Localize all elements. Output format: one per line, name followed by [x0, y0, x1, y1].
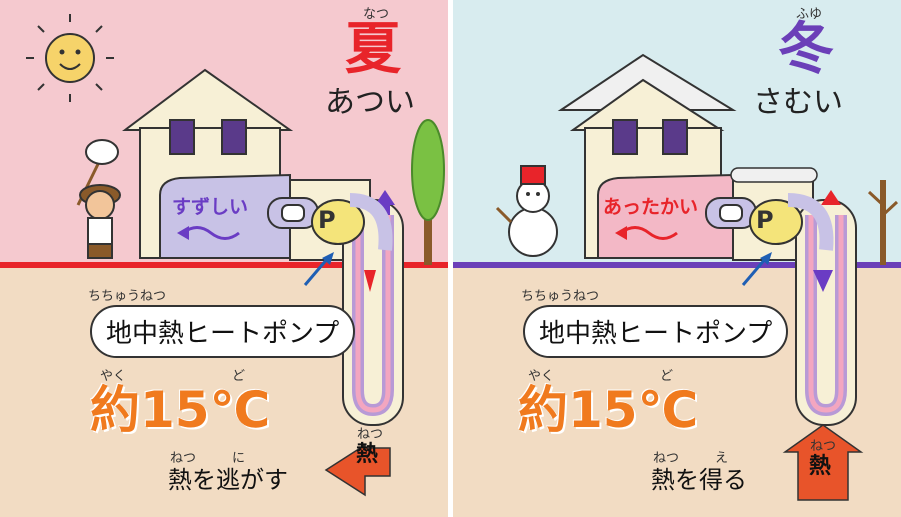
summer-temp-ruby-1: やく [100, 369, 127, 384]
summer-pump-letter: P [318, 206, 336, 234]
summer-heat-pump [267, 193, 393, 251]
winter-pump-letter: P [756, 206, 774, 234]
summer-heat-out-arrow [324, 443, 391, 497]
summer-panel: なつ 夏 あつい すずしい P ちちゅうねつ 地中熱ヒートポンプ やく ど 約1… [0, 0, 448, 517]
winter-pointer-head [760, 252, 772, 265]
winter-room-label: あったかい [603, 196, 699, 218]
winter-warm-air-arrow [615, 226, 678, 240]
winter-panel: ふゆ 冬 さむい あったかい P ちちゅうねつ 地中熱ヒートポンプ やく ど 約… [453, 0, 901, 517]
summer-cool-air-arrow [177, 226, 240, 240]
winter-heat-in-arrow [782, 424, 864, 501]
winter-pump-ruby: ちちゅうねつ [521, 289, 600, 304]
summer-result-ruby-2: に [232, 451, 246, 466]
winter-season-title: 冬 [778, 17, 834, 82]
summer-pump-label: 地中熱ヒートポンプ [90, 305, 356, 358]
winter-heat-char: 熱 [809, 454, 832, 479]
boy-with-net-icon [76, 139, 121, 259]
summer-pointer-head [322, 252, 334, 265]
summer-ground-loop [342, 190, 404, 426]
summer-ground-line [0, 262, 448, 268]
winter-temperature: 約15℃ [518, 381, 699, 439]
winter-season-ruby: ふゆ [796, 7, 823, 22]
summer-heat-ruby: ねつ [357, 427, 384, 442]
winter-pointer-line [741, 257, 768, 286]
summer-feel-label: あつい [325, 85, 415, 120]
winter-result-ruby-1: ねつ [653, 451, 680, 466]
summer-season-title: 夏 [345, 17, 401, 82]
summer-illustration [0, 0, 448, 517]
winter-heat-pump [705, 193, 834, 251]
summer-room-label: すずしい [172, 196, 249, 218]
winter-heat-ruby: ねつ [810, 439, 837, 454]
winter-temp-ruby-1: やく [528, 369, 555, 384]
winter-tree [867, 180, 899, 265]
summer-result-label: 熱を逃がす [168, 466, 288, 494]
summer-pump-ruby: ちちゅうねつ [88, 289, 167, 304]
summer-heat-char: 熱 [356, 442, 379, 467]
winter-temp-ruby-2: ど [660, 369, 674, 384]
summer-pointer-line [303, 257, 330, 286]
winter-ground-line [453, 262, 901, 268]
summer-temp-ruby-2: ど [232, 369, 246, 384]
summer-season-ruby: なつ [363, 7, 390, 22]
winter-result-ruby-2: え [715, 451, 729, 466]
winter-feel-label: さむい [753, 85, 843, 120]
summer-result-ruby-1: ねつ [170, 451, 197, 466]
winter-result-label: 熱を得る [651, 466, 747, 494]
snowman-icon [495, 165, 558, 257]
summer-temperature: 約15℃ [90, 381, 271, 439]
winter-pump-label: 地中熱ヒートポンプ [523, 305, 789, 358]
sun-icon [26, 14, 114, 102]
winter-ground-loop [795, 190, 857, 426]
summer-tree [411, 119, 445, 265]
